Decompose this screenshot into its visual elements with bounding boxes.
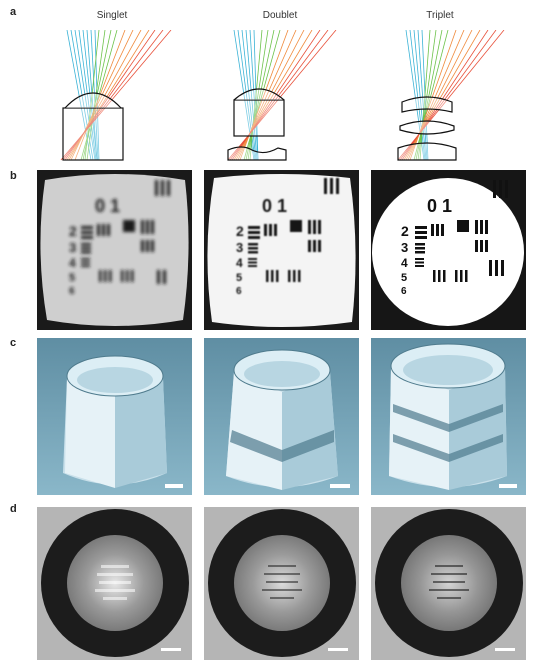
chart-digit-3: 3 (236, 240, 243, 255)
scale-bar (165, 484, 183, 488)
chart-digit-2: 2 (236, 223, 244, 239)
test-chart-image-triplet: 0 1 2 3 4 5 6 (371, 170, 526, 330)
sem-image-triplet (371, 338, 526, 495)
scale-bar (330, 484, 350, 488)
chart-digit-2: 2 (69, 223, 77, 239)
chart-digit-4: 4 (401, 256, 408, 270)
scale-bar (499, 484, 517, 488)
chart-digit-2: 2 (401, 223, 409, 239)
sem-image-doublet (204, 338, 359, 495)
ray-diagram-doublet (227, 30, 337, 161)
test-chart-image-singlet: 0 1 2 3 4 5 6 (37, 170, 192, 330)
focal-image-doublet (204, 507, 359, 660)
chart-digit-5: 5 (401, 272, 407, 284)
scale-bar (495, 648, 515, 651)
panel-label-a: a (10, 6, 17, 18)
panel-label-d: d (10, 503, 17, 515)
chart-digit-3: 3 (69, 240, 76, 255)
focal-image-triplet (371, 507, 526, 660)
ray-diagram-singlet (60, 30, 172, 161)
chart-digit-4: 4 (236, 256, 243, 270)
chart-digits-top: 0 1 (95, 196, 120, 216)
ray-diagram-triplet (397, 30, 505, 161)
chart-digit-6: 6 (401, 286, 407, 297)
chart-digit-5: 5 (69, 272, 75, 284)
scale-bar (161, 648, 181, 651)
column-title-triplet: Triplet (426, 10, 454, 21)
chart-digit-6: 6 (236, 286, 242, 297)
test-chart-image-doublet: 0 1 2 3 4 5 6 (204, 170, 359, 330)
column-title-singlet: Singlet (96, 10, 128, 21)
panel-label-b: b (10, 170, 17, 182)
chart-digit-4: 4 (69, 256, 76, 270)
chart-digit-6: 6 (69, 286, 75, 297)
focal-image-singlet (37, 507, 192, 660)
column-title-doublet: Doublet (262, 10, 298, 21)
panel-label-c: c (10, 337, 17, 349)
chart-digit-5: 5 (236, 272, 242, 284)
chart-digits-top: 0 1 (427, 196, 452, 216)
chart-digits-top: 0 1 (262, 196, 287, 216)
chart-digit-3: 3 (401, 240, 408, 255)
scale-bar (328, 648, 348, 651)
sem-image-singlet (37, 338, 192, 495)
